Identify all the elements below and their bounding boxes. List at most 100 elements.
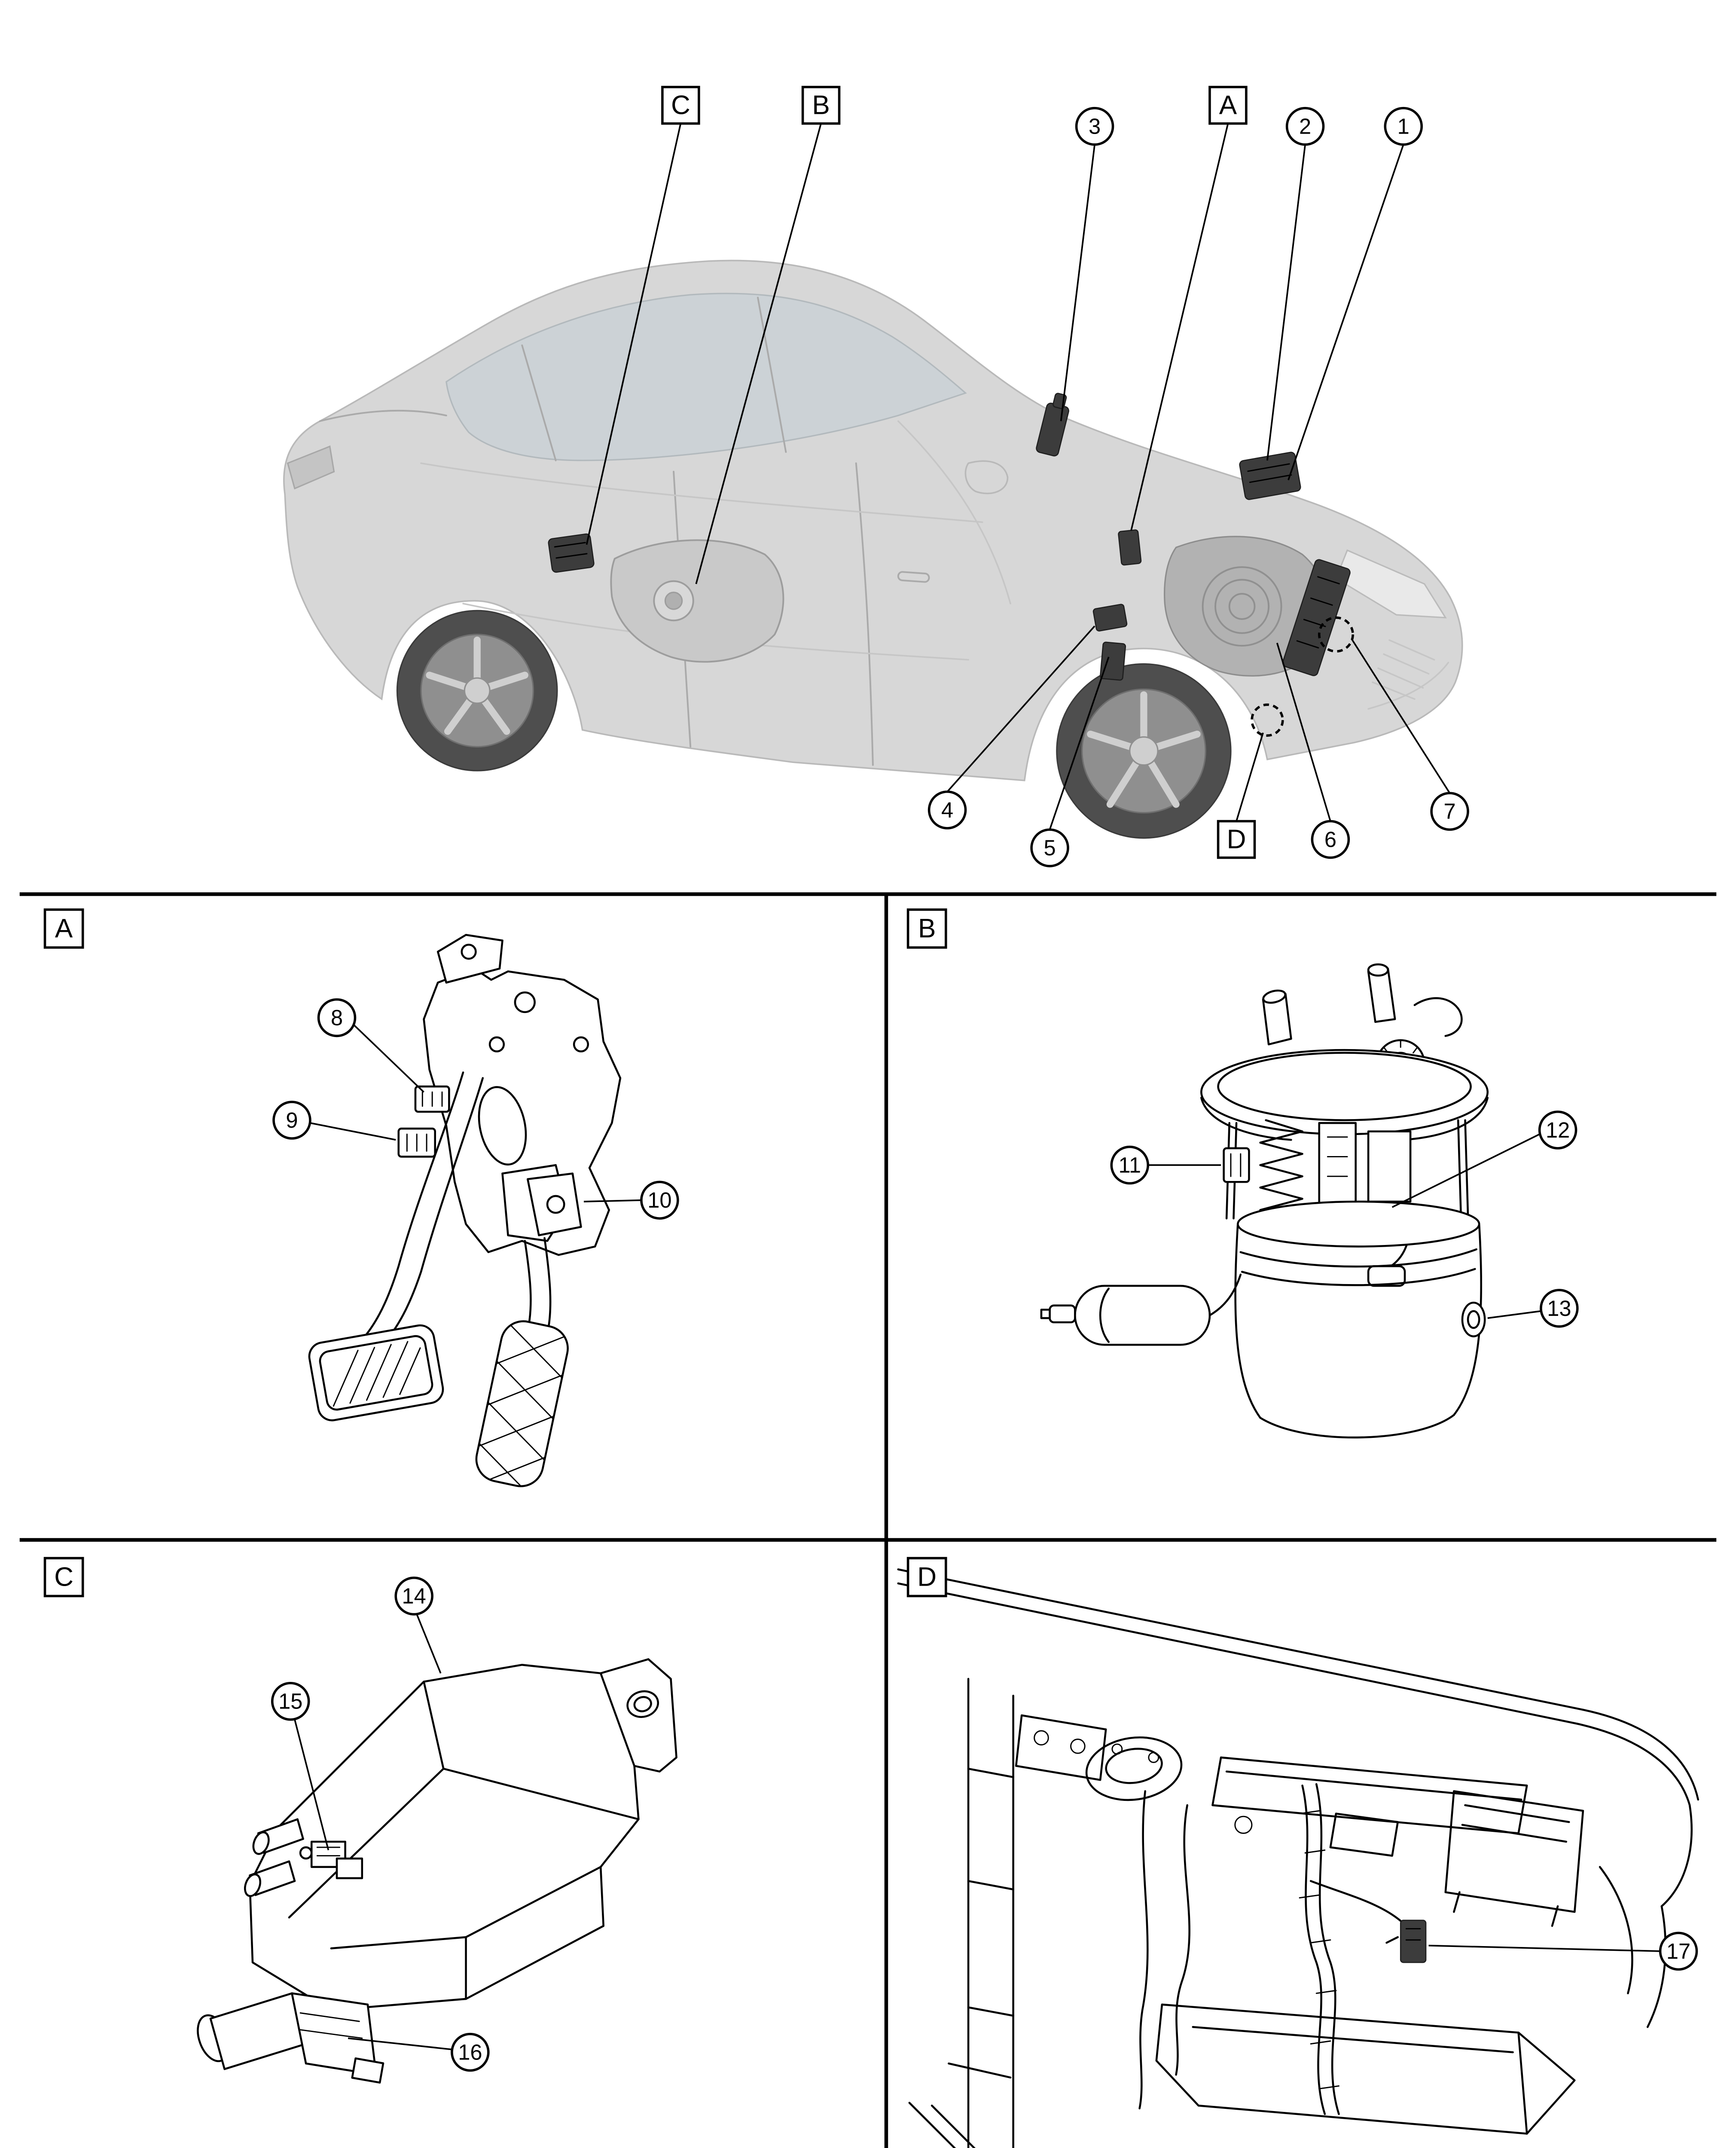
pump-spring: [1259, 1119, 1303, 1220]
panel-d-leaders: [1428, 1944, 1660, 1952]
leader-12: [1391, 1133, 1540, 1208]
callout-label-7: 7: [1444, 799, 1456, 824]
fuel-tank: [610, 539, 784, 663]
car-illustration: [283, 259, 1463, 839]
callout-circle-8: 8: [317, 998, 357, 1037]
panel-b: B: [906, 908, 1579, 1439]
panel-dividers: [19, 892, 1717, 2148]
callout-label-13: 13: [1547, 1296, 1571, 1321]
leader-9: [310, 1122, 396, 1141]
leader-A: [1130, 123, 1229, 531]
callout-circle-5: 5: [1030, 828, 1069, 867]
b-pillar: [757, 296, 787, 453]
component-4-target: [1092, 604, 1128, 632]
leader-D: [1236, 732, 1264, 822]
rear-wheel: [396, 610, 558, 772]
callout-box-A: A: [1208, 85, 1248, 125]
leader-2: [1266, 144, 1306, 461]
panel-c-label: C: [54, 1562, 73, 1592]
evap-canister-location: [548, 533, 595, 573]
callout-circle-3: 3: [1075, 107, 1114, 146]
callout-circle-17: 17: [1659, 1931, 1698, 1971]
callout-label-C: C: [671, 91, 690, 120]
callout-label-14: 14: [402, 1584, 426, 1608]
callout-circle-7: 7: [1430, 792, 1469, 831]
panel-c-leaders: [294, 1614, 452, 2050]
callout-label-6: 6: [1324, 827, 1336, 851]
panel-d: D 17: [897, 1557, 1699, 2148]
panel-a-label-box: A: [43, 908, 84, 949]
main-callouts: C B 3 A 2 1 4: [661, 85, 1469, 867]
pedal-switch: [397, 1127, 436, 1158]
callout-label-16: 16: [458, 2040, 482, 2065]
leader-17: [1428, 1944, 1660, 1952]
pump-motor: [1040, 1273, 1242, 1346]
panel-d-callouts: 17: [1659, 1931, 1698, 1971]
callout-circle-16: 16: [451, 2032, 490, 2072]
callout-circle-9: 9: [272, 1101, 311, 1140]
leader-8: [353, 1024, 424, 1093]
leader-3: [1060, 144, 1095, 421]
component-7-target-dashed-circle: [1318, 616, 1354, 653]
leak-check-pump: [197, 1992, 384, 2084]
callout-label-8: 8: [331, 1005, 343, 1030]
panel-b-label: B: [918, 914, 936, 943]
callout-label-4: 4: [941, 798, 953, 822]
callout-circle-6: 6: [1311, 820, 1350, 859]
fuel-pump-cap: [664, 592, 683, 610]
pump-connector: [1223, 1147, 1250, 1183]
panel-d-label-box: D: [906, 1557, 947, 1597]
fuel-pump-module-art: [1040, 963, 1489, 1439]
evap-canister-art: [197, 1658, 677, 2084]
panel-d-label: D: [917, 1562, 937, 1592]
panel-a-label: A: [55, 914, 73, 943]
leader-13: [1487, 1310, 1541, 1319]
leader-C: [586, 123, 682, 545]
callout-label-3: 3: [1089, 114, 1101, 139]
component-3-target: [1036, 393, 1069, 457]
component-a-target: [1118, 529, 1142, 566]
callout-circle-14: 14: [394, 1576, 433, 1616]
callout-label-B: B: [812, 91, 830, 120]
rear-door-seam: [855, 462, 874, 766]
callout-label-17: 17: [1666, 1939, 1690, 1963]
stop-lamp-switch: [414, 1085, 450, 1113]
engine-compartment-art: [897, 1568, 1699, 2148]
main-leader-lines: [586, 123, 1451, 830]
c-pillar: [521, 344, 557, 461]
pedal-assembly-art: [308, 934, 622, 1491]
panel-b-label-box: B: [906, 908, 947, 949]
callout-circle-11: 11: [1110, 1145, 1149, 1185]
callout-circle-2: 2: [1285, 107, 1325, 146]
canister-body: [249, 1664, 640, 2011]
panel-a-leaders: [310, 1024, 641, 1202]
callout-label-10: 10: [647, 1188, 671, 1212]
callout-label-A: A: [1219, 91, 1237, 120]
car-side-glass: [445, 293, 967, 461]
tail-lamp: [287, 445, 335, 490]
callout-label-1: 1: [1397, 114, 1410, 139]
accelerator-sensor: [527, 1172, 582, 1236]
purge-valve: [299, 1840, 363, 1880]
callout-circle-10: 10: [640, 1181, 679, 1220]
leader-4: [946, 625, 1095, 793]
panel-b-leaders: [1148, 1133, 1541, 1319]
leader-10: [583, 1199, 641, 1202]
callout-circle-13: 13: [1540, 1289, 1579, 1328]
callout-circle-12: 12: [1538, 1111, 1577, 1150]
callout-label-15: 15: [278, 1689, 302, 1714]
callout-box-D: D: [1217, 820, 1256, 859]
front-wheel: [1056, 663, 1232, 839]
pump-side-port: [1461, 1301, 1486, 1337]
callout-label-9: 9: [286, 1108, 298, 1132]
panel-c-callouts: 14 15 16: [271, 1576, 490, 2072]
panel-a: A: [43, 908, 679, 1491]
component-d-target-dashed-circle: [1251, 703, 1284, 737]
panel-c: C: [43, 1557, 677, 2084]
accelerator-pedal-pad: [472, 1317, 572, 1491]
callout-circle-15: 15: [271, 1681, 310, 1721]
callout-label-D: D: [1227, 824, 1246, 854]
trunk-seam: [319, 409, 447, 422]
leader-15: [294, 1719, 330, 1851]
callout-label-12: 12: [1546, 1118, 1570, 1142]
